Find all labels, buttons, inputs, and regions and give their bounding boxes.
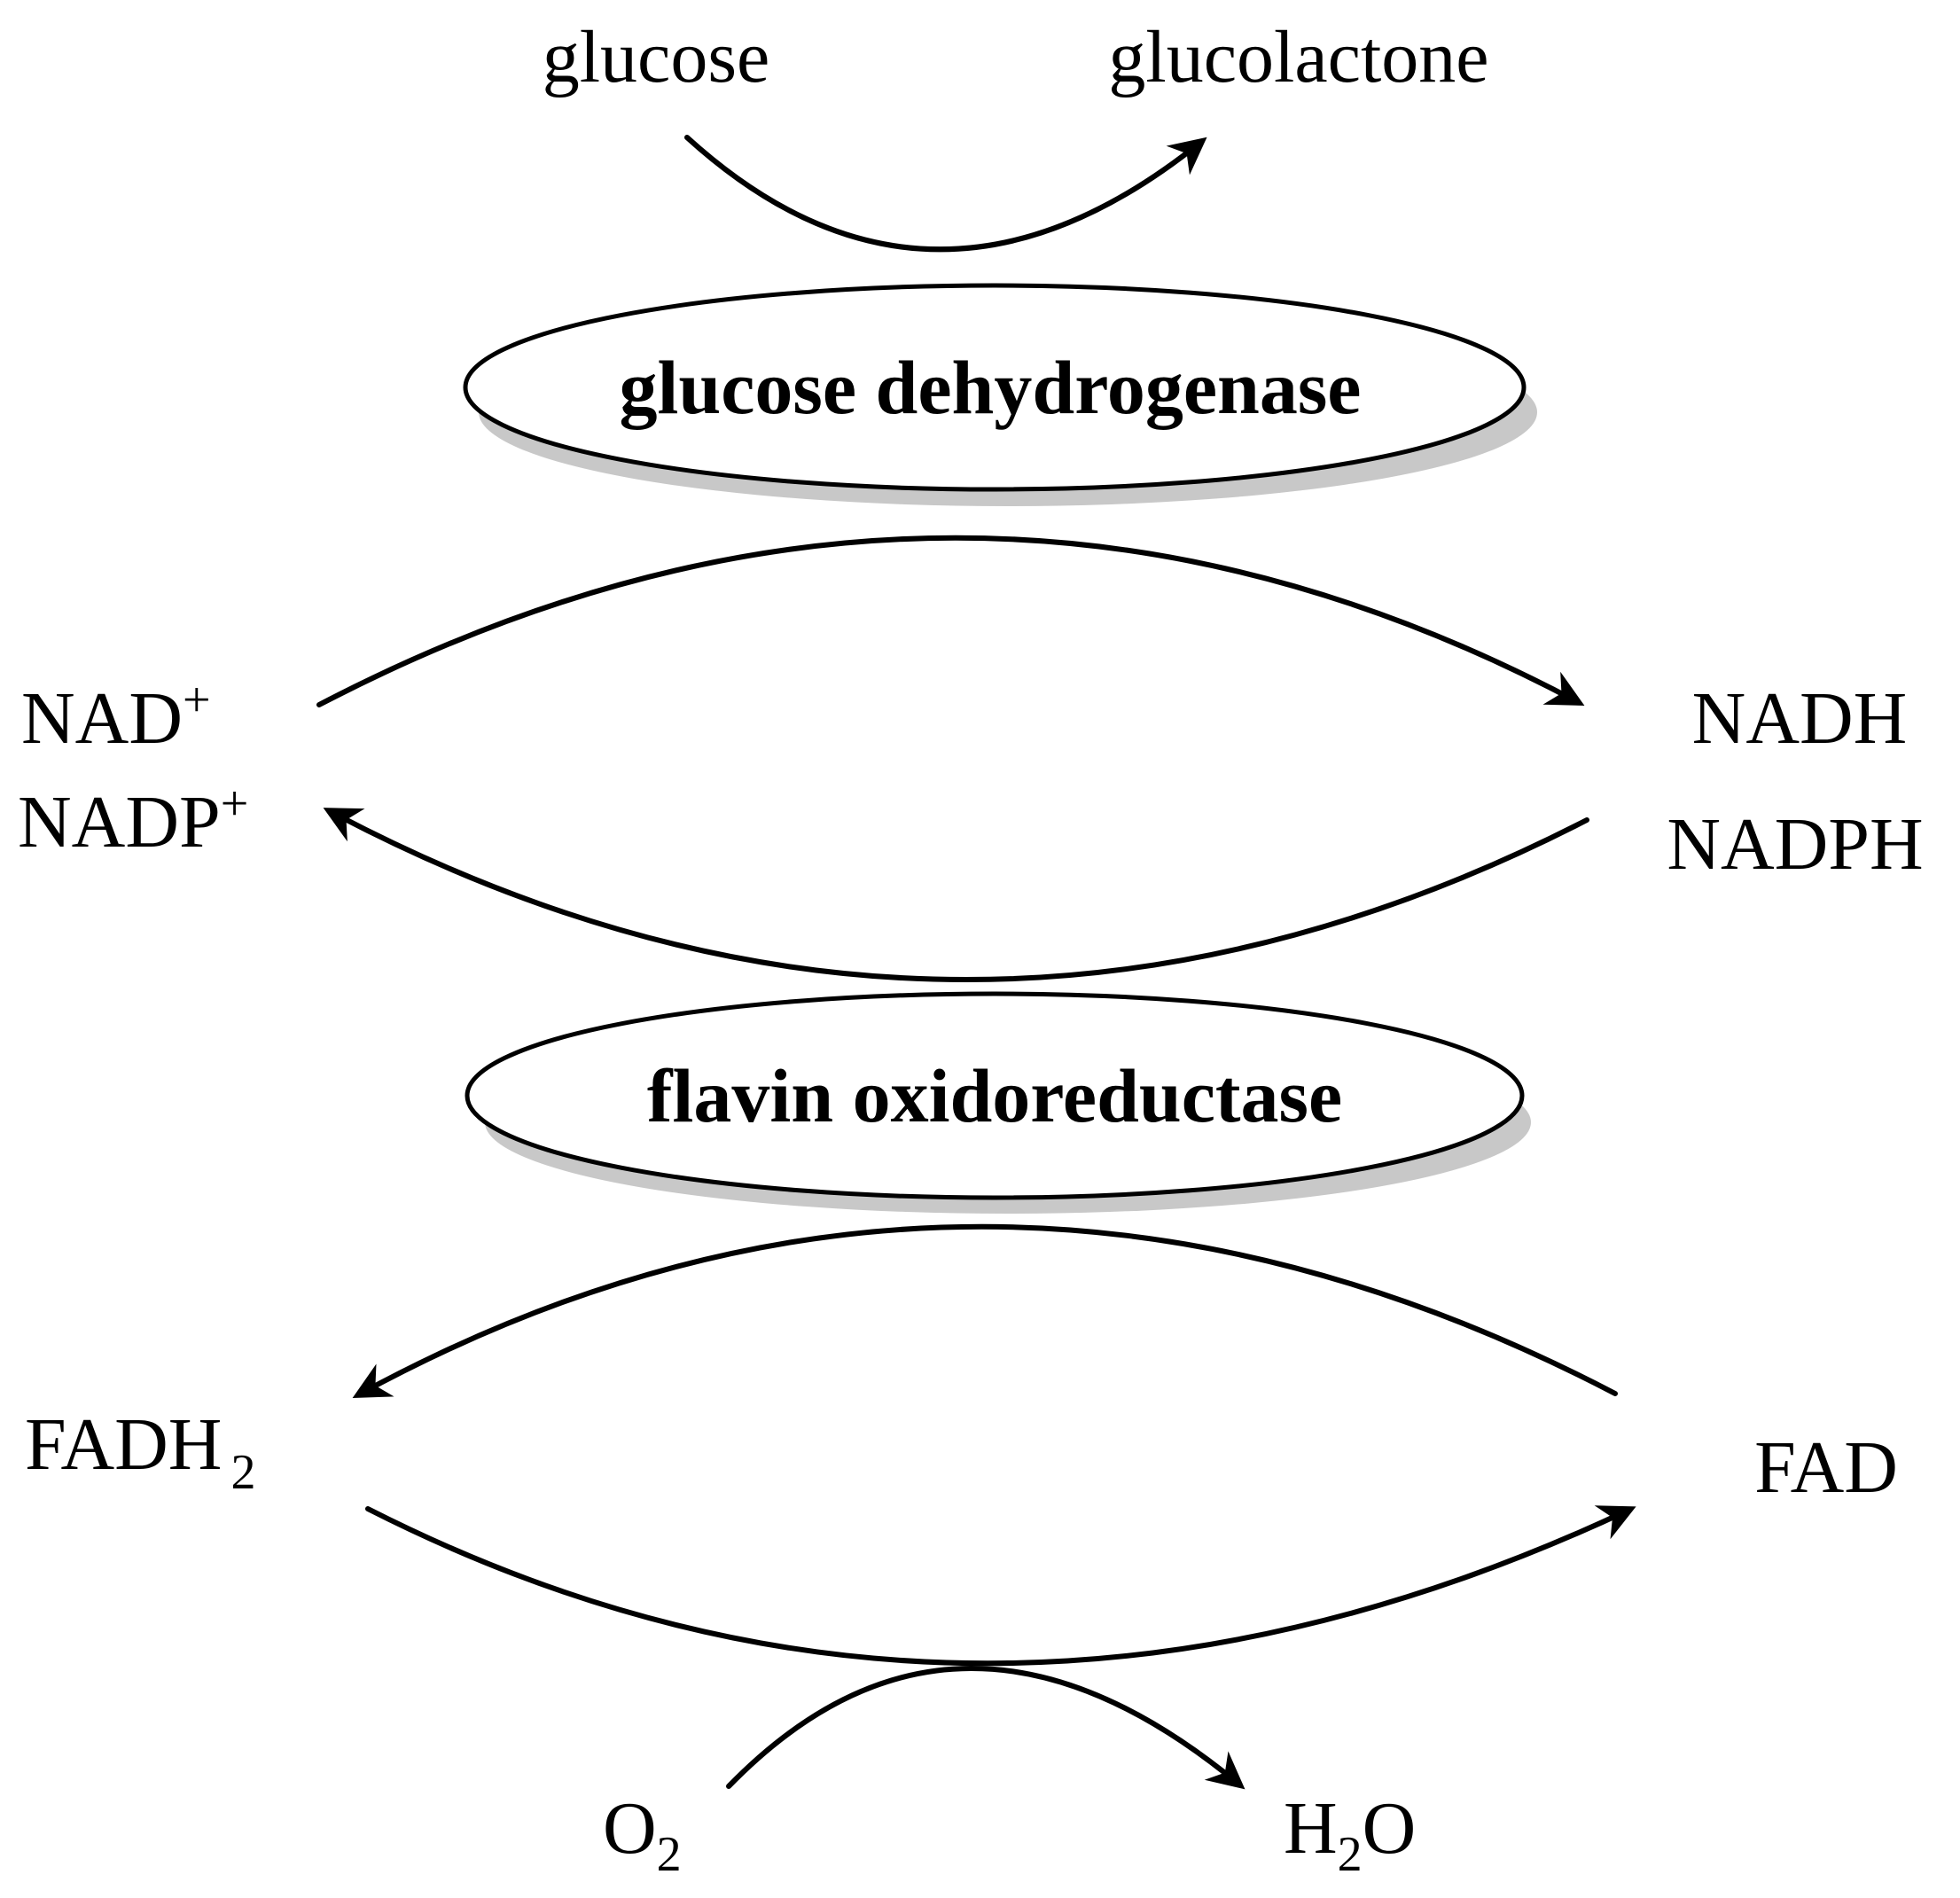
glucose-dehydrogenase-ellipse	[463, 283, 1527, 492]
flavin-oxidoreductase-ellipse	[465, 991, 1525, 1200]
nad-superscript: +	[183, 673, 211, 728]
nadph-label: NADPH	[1667, 803, 1923, 886]
glucose-label: glucose	[543, 16, 770, 98]
o2-label: O2	[603, 1787, 682, 1882]
nadh-label: NADH	[1692, 677, 1908, 760]
nadp-text: NADP	[18, 781, 221, 863]
o2-to-h2o-arrow	[726, 1666, 1245, 1790]
fad-to-fadh2-arrow	[352, 1223, 1618, 1399]
o2-text: O	[603, 1787, 657, 1870]
fadh2-subscript: 2	[230, 1445, 255, 1500]
o2-subscript: 2	[657, 1827, 682, 1882]
h2o-label: H2O	[1284, 1787, 1416, 1882]
glucolactone-label: glucolactone	[1108, 16, 1488, 98]
nad-to-nadh-arrow	[316, 535, 1585, 707]
nadp-superscript: +	[221, 777, 249, 832]
glucose-to-glucolactone-arrow	[684, 135, 1207, 253]
h2o-o: O	[1363, 1787, 1417, 1870]
nad-label: NAD+	[21, 673, 211, 760]
glucose-dehydrogenase-label: glucose dehydrogenase	[620, 345, 1362, 430]
fadh2-text: FADH	[25, 1403, 222, 1486]
flavin-oxidoreductase-label: flavin oxidoreductase	[647, 1053, 1342, 1138]
nad-text: NAD	[21, 677, 183, 760]
fadh2-to-fad-arrow	[365, 1505, 1636, 1667]
nadp-label: NADP+	[18, 777, 248, 863]
nadph-to-nadp-arrow	[323, 808, 1589, 982]
h2o-subscript: 2	[1338, 1827, 1363, 1882]
h2o-h: H	[1284, 1787, 1338, 1870]
fad-label: FAD	[1754, 1426, 1898, 1509]
